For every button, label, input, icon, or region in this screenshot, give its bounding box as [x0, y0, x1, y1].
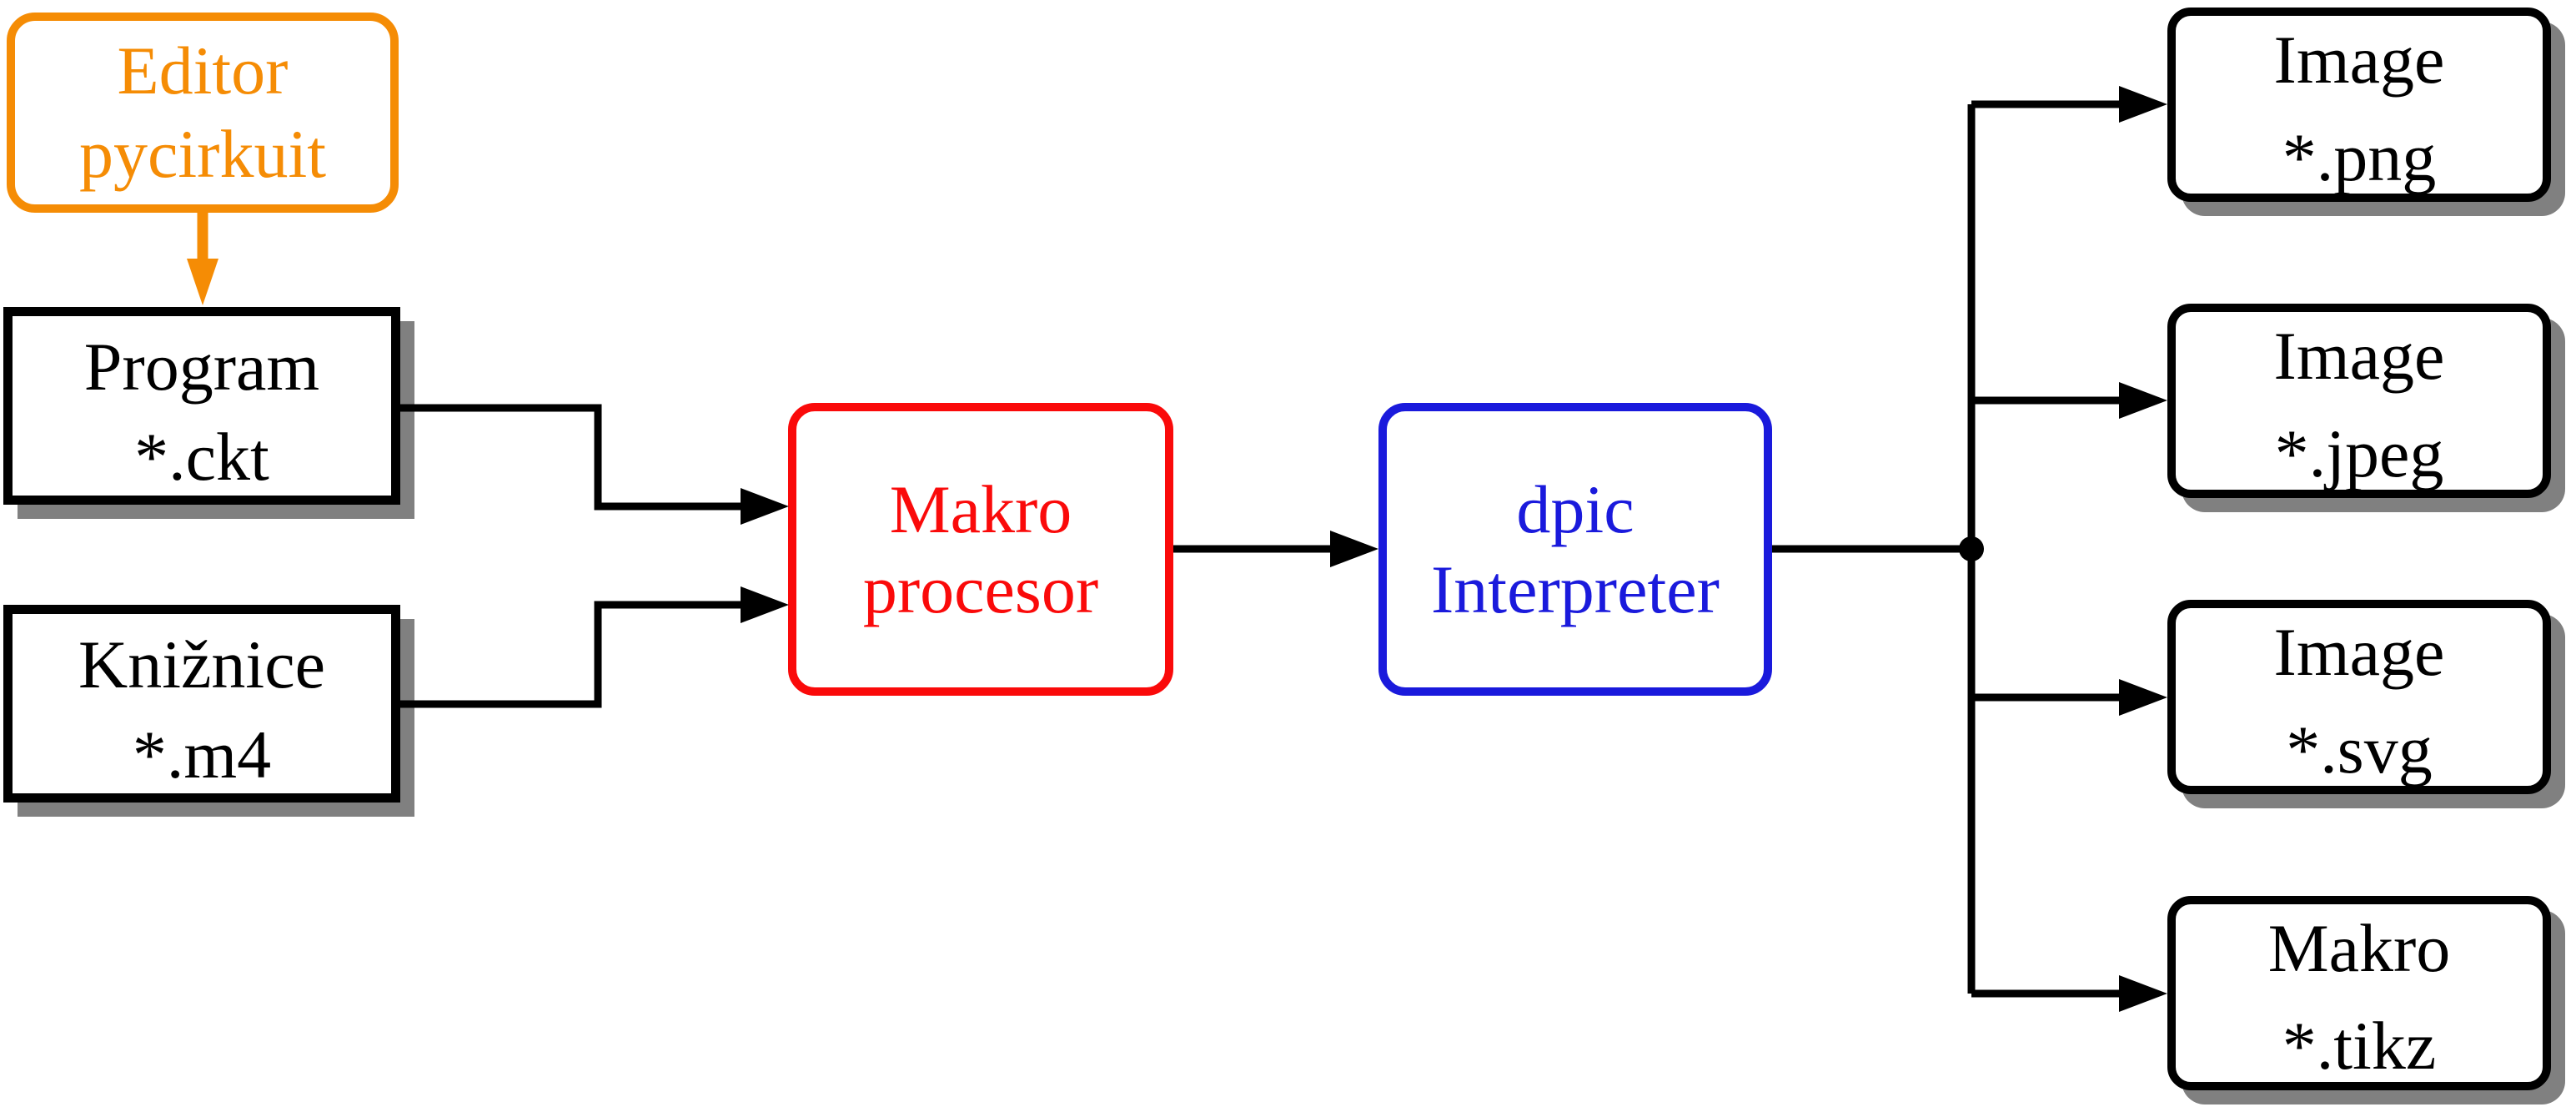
node-image-svg: Image *.svg: [2167, 600, 2551, 794]
node-svg-line1: Image: [2273, 614, 2445, 690]
node-program-line2: *.ckt: [134, 418, 269, 495]
node-program-line1: Program: [83, 328, 320, 405]
node-image-png: Image *.png: [2167, 8, 2551, 202]
node-jpeg-line1: Image: [2273, 318, 2445, 394]
node-tikz-line2: *.tikz: [2282, 1008, 2437, 1084]
node-kniznice-m4: Knižnice *.m4: [3, 605, 400, 803]
node-dpic-line1: dpic: [1516, 470, 1634, 547]
edge-makro-dpic-arrowhead: [1330, 531, 1378, 567]
edge-editor-program-arrowhead: [187, 259, 218, 305]
node-png-line2: *.png: [2282, 119, 2437, 195]
node-dpic-interpreter: dpic Interpreter: [1378, 403, 1772, 696]
node-png-line1: Image: [2273, 22, 2445, 98]
node-jpeg-line2: *.jpeg: [2274, 415, 2444, 491]
edge-trunk-jpeg-arrowhead: [2119, 382, 2167, 419]
node-makro-line2: procesor: [862, 551, 1099, 627]
edge-kniznice-makro-arrowhead: [741, 586, 789, 623]
node-dpic-line2: Interpreter: [1431, 551, 1720, 627]
node-editor-line1: Editor: [117, 33, 289, 108]
node-program-ckt: Program *.ckt: [3, 307, 400, 505]
node-editor-line2: pycirkuit: [78, 116, 327, 192]
node-kniznice-line1: Knižnice: [78, 626, 325, 702]
junction-dot: [1959, 536, 1984, 561]
edge-trunk-tikz-arrowhead: [2119, 975, 2167, 1012]
node-kniznice-line2: *.m4: [132, 716, 272, 793]
edge-trunk-svg-arrowhead: [2119, 679, 2167, 716]
edge-program-makro-line: [395, 404, 744, 511]
node-image-jpeg: Image *.jpeg: [2167, 304, 2551, 498]
edge-kniznice-makro-line: [395, 601, 744, 708]
node-makro-procesor: Makro procesor: [788, 403, 1173, 696]
node-svg-line2: *.svg: [2286, 712, 2433, 787]
node-tikz-line1: Makro: [2267, 910, 2451, 986]
edge-program-makro-arrowhead: [741, 488, 789, 525]
edge-trunk-png-arrowhead: [2119, 86, 2167, 123]
node-makro-line1: Makro: [889, 470, 1072, 547]
node-editor-pycirkuit: Editor pycirkuit: [7, 13, 399, 213]
node-makro-tikz: Makro *.tikz: [2167, 896, 2551, 1090]
